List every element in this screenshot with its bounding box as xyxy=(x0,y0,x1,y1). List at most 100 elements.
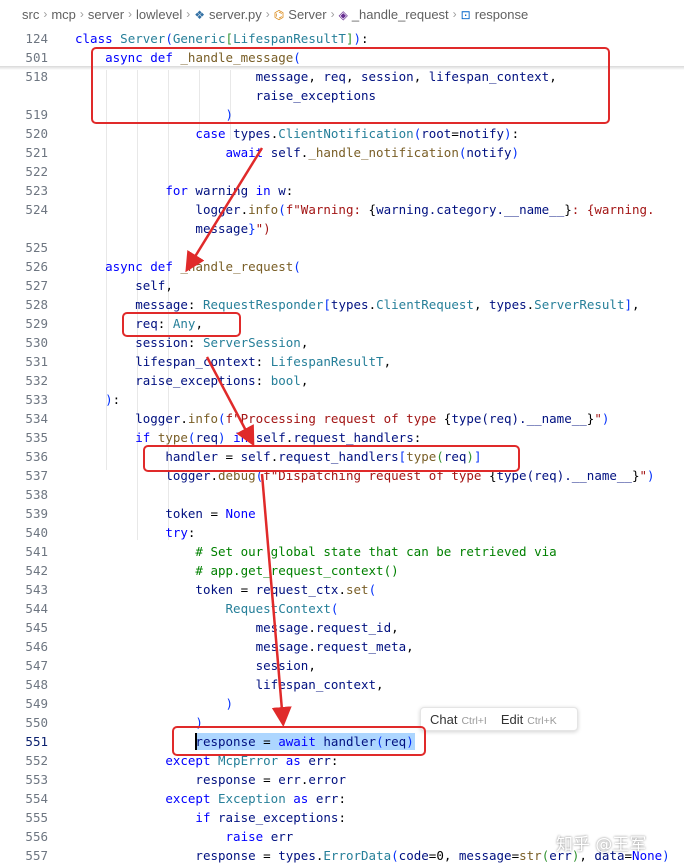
code-line[interactable]: 536 handler = self.request_handlers[type… xyxy=(0,447,684,466)
code-line[interactable]: 533 ): xyxy=(0,390,684,409)
code-line[interactable]: 531 lifespan_context: LifespanResultT, xyxy=(0,352,684,371)
line-number: 518 xyxy=(25,69,48,84)
code-text: RequestContext( xyxy=(225,601,339,616)
code-text: async def _handle_message( xyxy=(105,50,301,65)
code-line[interactable]: 534 logger.info(f"Processing request of … xyxy=(0,409,684,428)
line-number: 524 xyxy=(25,202,48,217)
code-line[interactable]: 555 if raise_exceptions: xyxy=(0,808,684,827)
code-text: handler = self.request_handlers[type(req… xyxy=(165,449,482,464)
code-line[interactable]: 518 message, req, session, lifespan_cont… xyxy=(0,67,684,86)
code-line[interactable]: raise_exceptions xyxy=(0,86,684,105)
breadcrumb-item[interactable]: server xyxy=(87,6,125,22)
line-number: 536 xyxy=(25,449,48,464)
code-line[interactable]: 525 xyxy=(0,238,684,257)
line-number: 550 xyxy=(25,715,48,730)
sticky-scroll-line xyxy=(0,48,684,67)
breadcrumb-item[interactable]: ❖server.py xyxy=(194,6,262,22)
line-number: 555 xyxy=(25,810,48,825)
code-line[interactable]: 550 ) xyxy=(0,713,684,732)
code-text: lifespan_context, xyxy=(255,677,384,692)
code-line[interactable]: 548 lifespan_context, xyxy=(0,675,684,694)
code-text: await self._handle_notification(notify) xyxy=(225,145,520,160)
code-line[interactable]: 551 response = await handler(req) xyxy=(0,732,684,751)
line-number: 541 xyxy=(25,544,48,559)
line-number: 522 xyxy=(25,164,48,179)
code-line[interactable]: 544 RequestContext( xyxy=(0,599,684,618)
code-line[interactable]: 520 case types.ClientNotification(root=n… xyxy=(0,124,684,143)
annotation-box-handle-message-call xyxy=(91,47,610,124)
code-line[interactable]: 530 session: ServerSession, xyxy=(0,333,684,352)
arrow-2 xyxy=(205,356,255,447)
sticky-scroll-line xyxy=(0,29,684,48)
class-icon: ⌬ xyxy=(273,7,285,22)
code-line[interactable]: 557 response = types.ErrorData(code=0, m… xyxy=(0,846,684,865)
code-text: raise err xyxy=(225,829,294,844)
code-line[interactable]: 541 # Set our global state that can be r… xyxy=(0,542,684,561)
text-cursor xyxy=(194,733,197,750)
code-line[interactable]: 542 # app.get_request_context() xyxy=(0,561,684,580)
code-line[interactable]: 547 session, xyxy=(0,656,684,675)
chevron-right-icon: › xyxy=(43,7,48,21)
sticky-scroll-shadow xyxy=(0,66,684,70)
line-number: 520 xyxy=(25,126,48,141)
breadcrumb-item[interactable]: mcp xyxy=(51,6,76,22)
code-text: message.request_meta, xyxy=(255,639,414,654)
variable-icon: ⊡ xyxy=(460,7,471,22)
code-line[interactable]: 521 await self._handle_notification(noti… xyxy=(0,143,684,162)
code-line[interactable]: 501 async def _handle_message( xyxy=(0,48,684,67)
code-line[interactable]: 556 raise err xyxy=(0,827,684,846)
line-number: 551 xyxy=(25,734,48,749)
code-line[interactable]: 522 xyxy=(0,162,684,181)
breadcrumb: src›mcp›server›lowlevel›❖server.py›⌬Serv… xyxy=(0,0,684,28)
line-number: 527 xyxy=(25,278,48,293)
code-line[interactable]: 552 except McpError as err: xyxy=(0,751,684,770)
indent-guide xyxy=(230,70,231,140)
line-number: 124 xyxy=(25,31,48,46)
code-line[interactable]: 553 response = err.error xyxy=(0,770,684,789)
code-line[interactable]: 526 async def _handle_request( xyxy=(0,257,684,276)
code-line[interactable]: 554 except Exception as err: xyxy=(0,789,684,808)
line-number: 532 xyxy=(25,373,48,388)
code-text: response = types.ErrorData(code=0, messa… xyxy=(195,848,670,863)
code-line[interactable]: 528 message: RequestResponder[types.Clie… xyxy=(0,295,684,314)
indent-guide xyxy=(168,70,169,540)
code-text: message.request_id, xyxy=(255,620,399,635)
method-icon: ◈ xyxy=(338,7,348,22)
code-text: raise_exceptions: bool, xyxy=(135,373,309,388)
code-line[interactable]: 527 self, xyxy=(0,276,684,295)
code-line[interactable]: 539 token = None xyxy=(0,504,684,523)
line-number: 542 xyxy=(25,563,48,578)
code-line[interactable]: 540 try: xyxy=(0,523,684,542)
code-line[interactable]: 529 req: Any, xyxy=(0,314,684,333)
breadcrumb-item[interactable]: ⊡response xyxy=(460,6,529,22)
annotation-box-handler-lookup xyxy=(143,445,520,472)
code-line[interactable]: 524 logger.info(f"Warning: {warning.cate… xyxy=(0,200,684,219)
code-line[interactable]: 545 message.request_id, xyxy=(0,618,684,637)
code-text: ) xyxy=(195,715,203,730)
breadcrumb-item[interactable]: lowlevel xyxy=(136,6,183,22)
annotation-box-req-param xyxy=(122,312,241,337)
line-number: 553 xyxy=(25,772,48,787)
breadcrumb-item[interactable]: ⌬Server xyxy=(273,6,327,22)
code-line[interactable]: 532 raise_exceptions: bool, xyxy=(0,371,684,390)
code-text: lifespan_context: LifespanResultT, xyxy=(135,354,392,369)
breadcrumb-item[interactable]: src xyxy=(22,6,40,22)
code-line[interactable]: 519 ) xyxy=(0,105,684,124)
code-line[interactable]: 546 message.request_meta, xyxy=(0,637,684,656)
code-line[interactable]: 543 token = request_ctx.set( xyxy=(0,580,684,599)
code-line[interactable]: 549 ) xyxy=(0,694,684,713)
chevron-right-icon: › xyxy=(128,7,133,21)
code-text: logger.info(f"Processing request of type… xyxy=(135,411,610,426)
line-number: 539 xyxy=(25,506,48,521)
code-text: response = err.error xyxy=(195,772,346,787)
arrow-1 xyxy=(185,147,264,273)
line-number: 501 xyxy=(25,50,48,65)
breadcrumb-item[interactable]: ◈_handle_request xyxy=(338,6,449,22)
code-line[interactable]: 538 xyxy=(0,485,684,504)
chevron-right-icon: › xyxy=(186,7,191,21)
line-number: 535 xyxy=(25,430,48,445)
